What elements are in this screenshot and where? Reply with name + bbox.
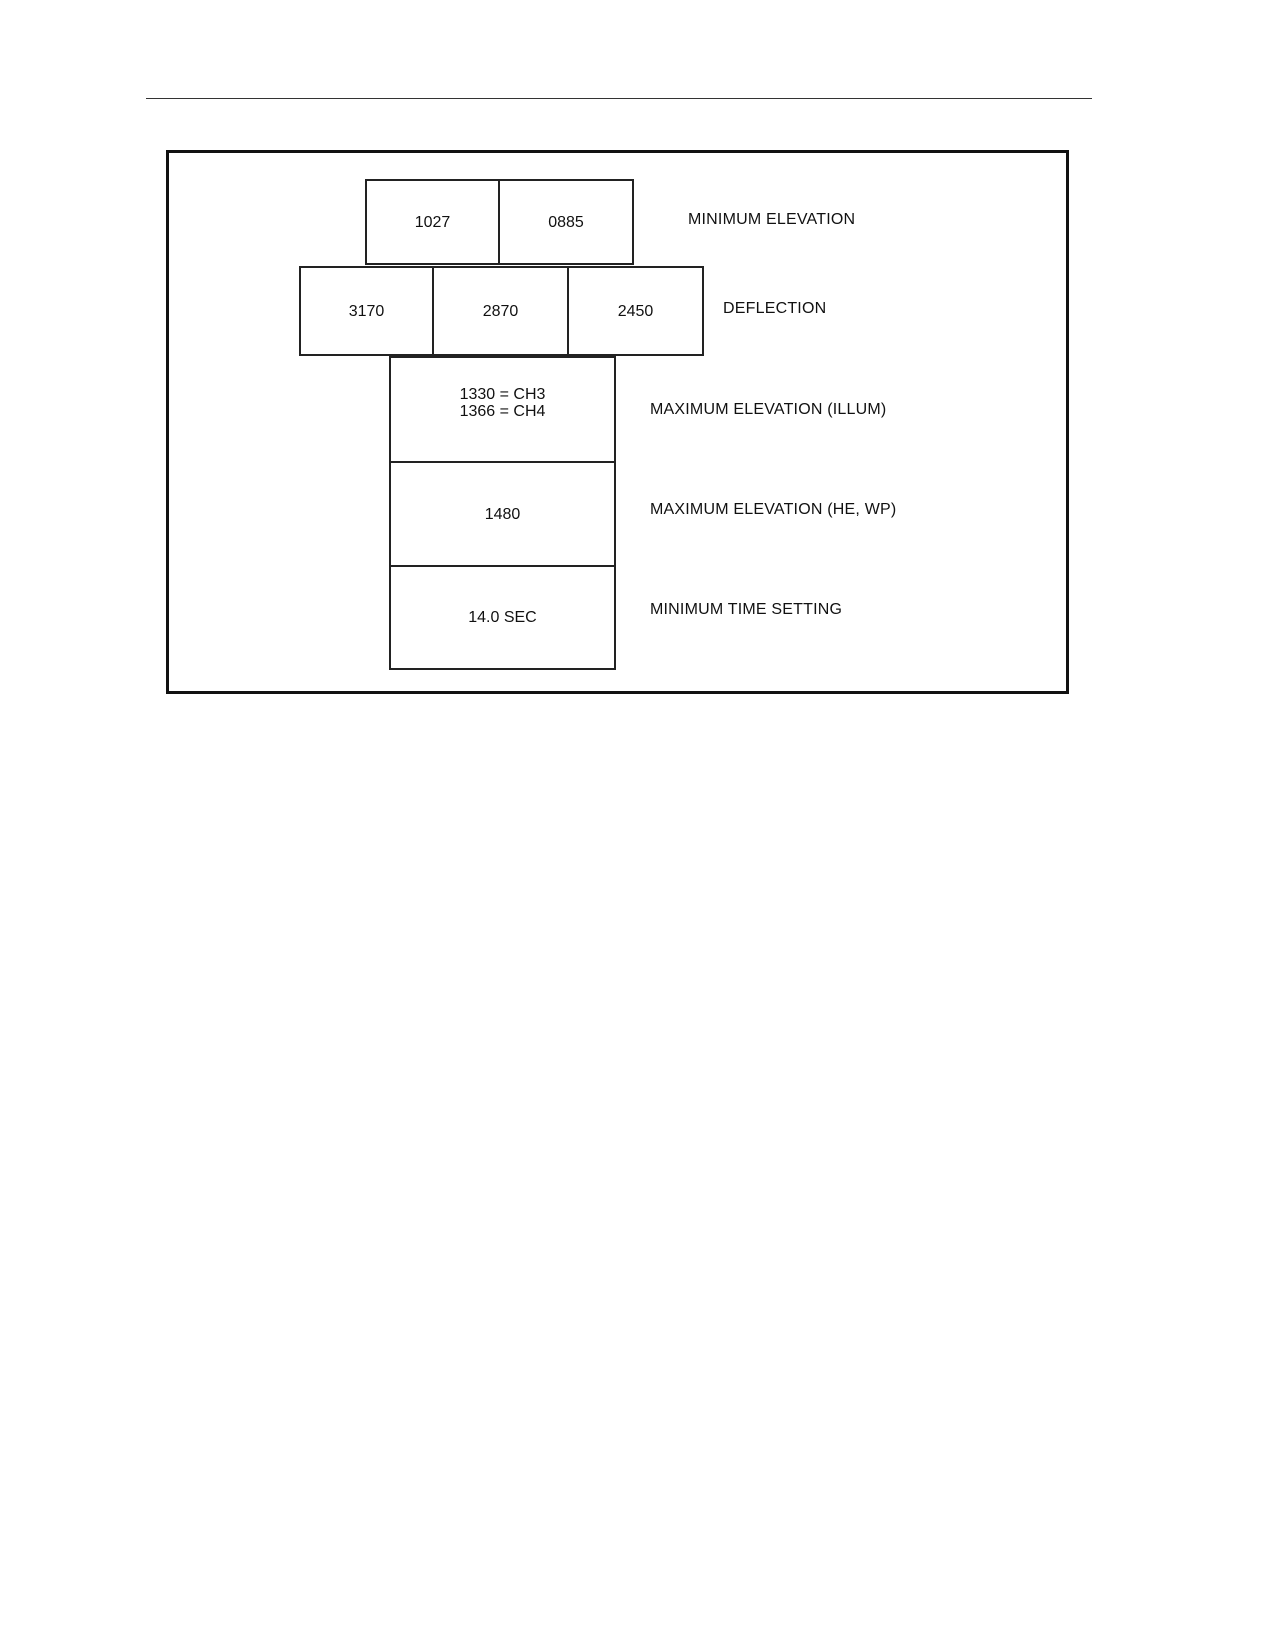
- diagram-frame: [166, 150, 1069, 694]
- max-elevation-he-wp-label: MAXIMUM ELEVATION (HE, WP): [650, 501, 897, 518]
- max-elevation-he-wp-value: 1480: [484, 505, 521, 523]
- deflection-label: DEFLECTION: [723, 300, 827, 317]
- min-time-setting-value: 14.0 SEC: [468, 609, 537, 626]
- deflection-value-3: 2450: [617, 302, 654, 320]
- max-elevation-illum-cell: 1330 = CH3 1366 = CH4: [389, 356, 616, 463]
- max-elevation-illum-line-1: 1330 = CH3: [459, 386, 546, 403]
- min-elevation-cell-2: 0885: [498, 179, 634, 265]
- deflection-value-2: 2870: [482, 302, 519, 320]
- deflection-cell-2: 2870: [432, 266, 569, 356]
- min-elevation-label: MINIMUM ELEVATION: [688, 211, 856, 228]
- min-time-setting-label: MINIMUM TIME SETTING: [650, 601, 843, 618]
- min-elevation-cell-1: 1027: [365, 179, 500, 265]
- deflection-cell-3: 2450: [567, 266, 704, 356]
- min-time-setting-cell: 14.0 SEC: [389, 565, 616, 670]
- min-elevation-value-2: 0885: [548, 213, 584, 231]
- min-elevation-value-1: 1027: [414, 213, 451, 231]
- max-elevation-illum-values: 1330 = CH3 1366 = CH4: [460, 386, 546, 420]
- max-elevation-illum-label: MAXIMUM ELEVATION (ILLUM): [650, 401, 887, 418]
- max-elevation-illum-line-2: 1366 = CH4: [459, 403, 546, 420]
- max-elevation-he-wp-cell: 1480: [389, 461, 616, 567]
- deflection-value-1: 3170: [348, 302, 385, 320]
- header-rule: [146, 98, 1092, 99]
- deflection-cell-1: 3170: [299, 266, 434, 356]
